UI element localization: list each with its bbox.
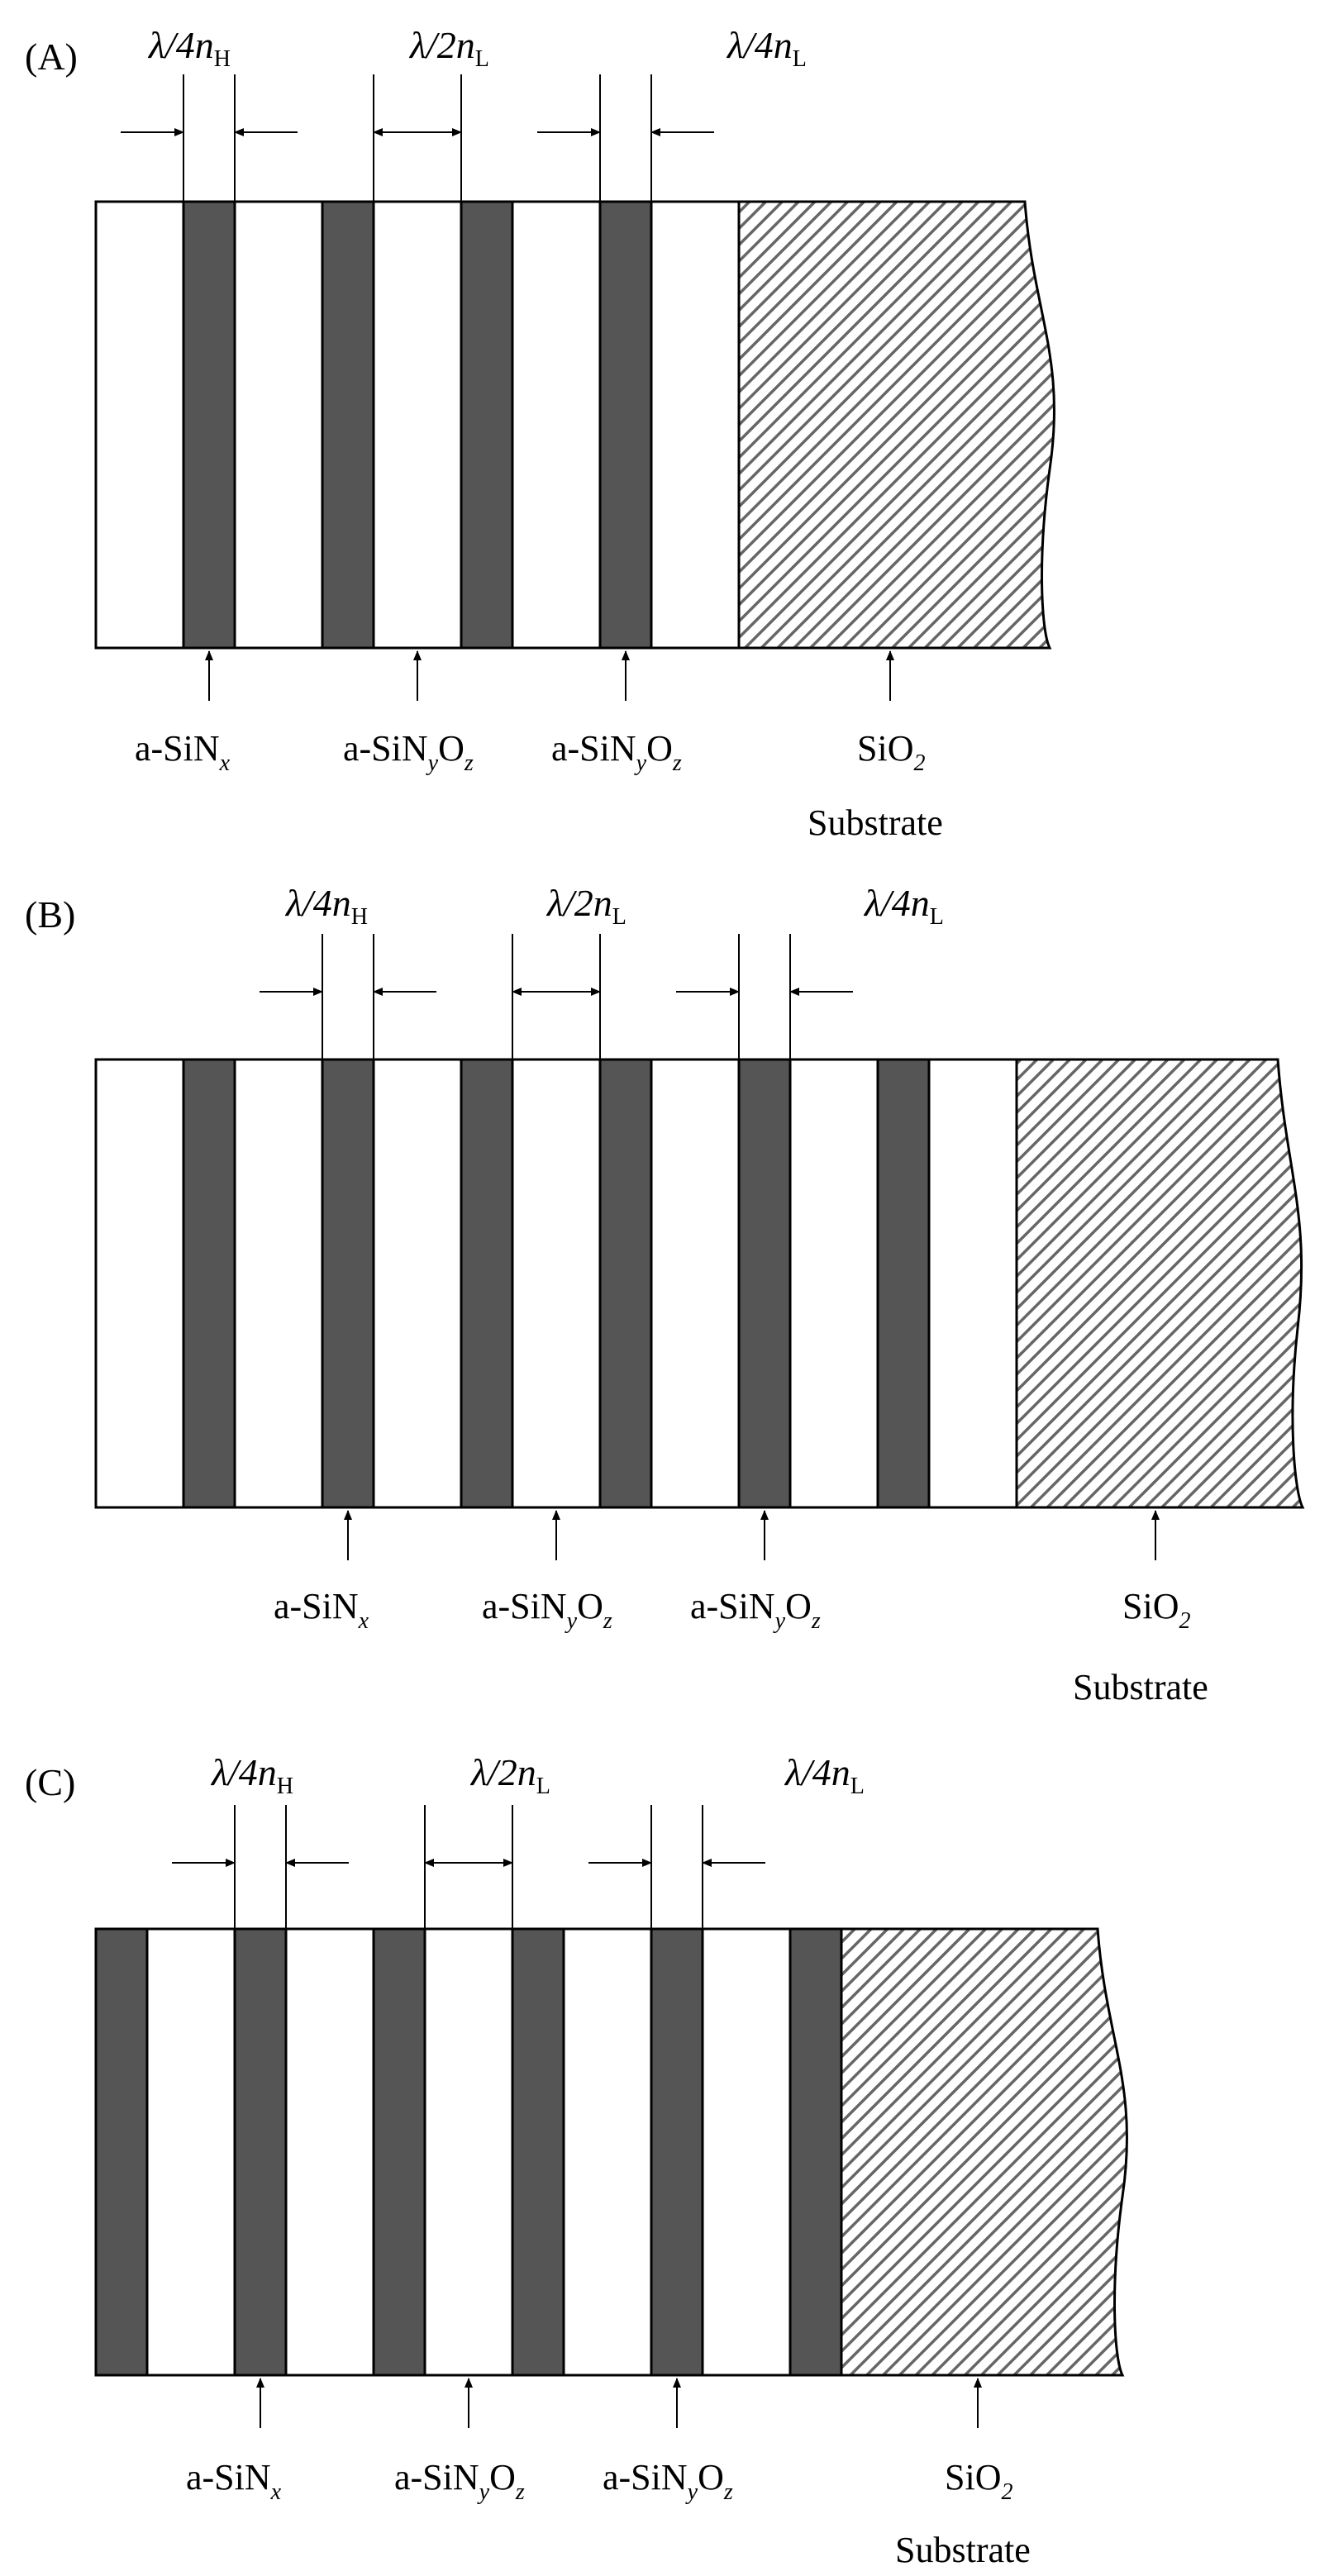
material-label: a-SiNyOz [482,1586,612,1634]
material-label: a-SiNyOz [603,2457,733,2505]
thickness-label: λ/4nH [210,1751,293,1799]
material-pointer: a-SiNyOz [394,2378,525,2505]
high-index-layer [788,1927,843,2377]
thickness-dimension: λ/4nH [121,24,298,202]
thickness-dimension: λ/2nL [373,24,489,202]
low-index-layer [233,200,324,650]
high-index-layer [372,1927,426,2377]
low-index-layer [511,200,602,650]
panel-c: (C) λ/4nH λ/2nL λ/4nL a-SiNx a-SiNyOz a-SiNyOz… [25,1751,1128,2570]
material-label: a-SiNyOz [551,728,682,776]
material-pointer: a-SiNyOz [343,650,474,776]
high-index-layer [650,1927,704,2377]
thickness-label: λ/4nL [863,882,944,930]
material-label: SiO2 [945,2457,1012,2505]
low-index-layer [284,1927,375,2377]
thickness-dimension: λ/4nL [537,24,807,202]
low-index-layer [650,200,741,650]
high-index-layer [511,1927,565,2377]
low-index-layer [233,1058,324,1509]
low-index-layer [650,1058,741,1509]
low-index-layer [372,1058,463,1509]
material-pointer: a-SiNx [186,2378,282,2505]
substrate-label: Substrate [1073,1667,1208,1707]
high-index-layer [876,1058,931,1509]
thickness-dimension: λ/4nH [260,882,436,1059]
high-index-layer [460,200,514,650]
panel-label: (B) [25,893,75,936]
material-label: a-SiNx [274,1586,369,1634]
substrate-layer [840,1927,1128,2377]
substrate-label: Substrate [808,802,943,843]
material-pointer: a-SiNyOz [482,1510,612,1634]
thickness-label: λ/2nL [408,24,489,72]
material-label: a-SiNx [135,728,231,776]
thickness-label: λ/4nL [726,24,807,72]
high-index-layer [460,1058,514,1509]
low-index-layer [511,1058,602,1509]
high-index-layer [598,1058,653,1509]
thickness-label: λ/2nL [546,882,627,930]
thickness-label: λ/2nL [469,1751,550,1799]
material-label: a-SiNyOz [343,728,474,776]
material-label: SiO2 [857,728,925,776]
high-index-layer [94,1927,149,2377]
layer-stack [94,1058,1018,1509]
low-index-layer [94,200,185,650]
high-index-layer [233,1927,288,2377]
high-index-layer [182,1058,236,1509]
material-pointer: a-SiNyOz [603,2378,733,2505]
low-index-layer [94,1058,185,1509]
high-index-layer [182,200,236,650]
thickness-label: λ/4nH [147,24,231,72]
low-index-layer [372,200,463,650]
thickness-label: λ/4nL [784,1751,865,1799]
thickness-dimension: λ/4nH [172,1751,349,1929]
low-index-layer [562,1927,653,2377]
material-pointer: a-SiNx [274,1510,369,1634]
thickness-label: λ/4nH [284,882,368,930]
panel-label: (C) [25,1761,75,1803]
substrate-layer [1015,1058,1305,1509]
substrate-label: Substrate [895,2530,1031,2570]
layer-stack [94,1927,843,2377]
material-label: a-SiNx [186,2457,282,2505]
material-label: a-SiNyOz [394,2457,525,2505]
material-label: SiO2 [1122,1586,1190,1634]
low-index-layer [927,1058,1018,1509]
panel-a: (A) λ/4nH λ/2nL λ/4nL a-SiNx a-SiNyOz a-SiNyOz… [25,24,1055,843]
thickness-dimension: λ/2nL [424,1751,550,1929]
material-pointer: a-SiNx [135,650,231,776]
material-label: a-SiNyOz [690,1586,821,1634]
low-index-layer [145,1927,236,2377]
material-pointer: a-SiNyOz [690,1510,821,1634]
thickness-dimension: λ/4nL [676,882,944,1059]
layer-stack [94,200,741,650]
thickness-dimension: λ/2nL [512,882,627,1059]
low-index-layer [788,1058,879,1509]
high-index-layer [737,1058,792,1509]
high-index-layer [598,200,653,650]
material-pointer: a-SiNyOz [551,650,682,776]
high-index-layer [321,200,375,650]
panel-b: (B) λ/4nH λ/2nL λ/4nL a-SiNx a-SiNyOz a-SiNyOz… [25,882,1305,1707]
high-index-layer [321,1058,375,1509]
low-index-layer [701,1927,792,2377]
thickness-dimension: λ/4nL [588,1751,865,1929]
panel-label: (A) [25,36,78,78]
low-index-layer [423,1927,514,2377]
substrate-layer [737,200,1055,650]
